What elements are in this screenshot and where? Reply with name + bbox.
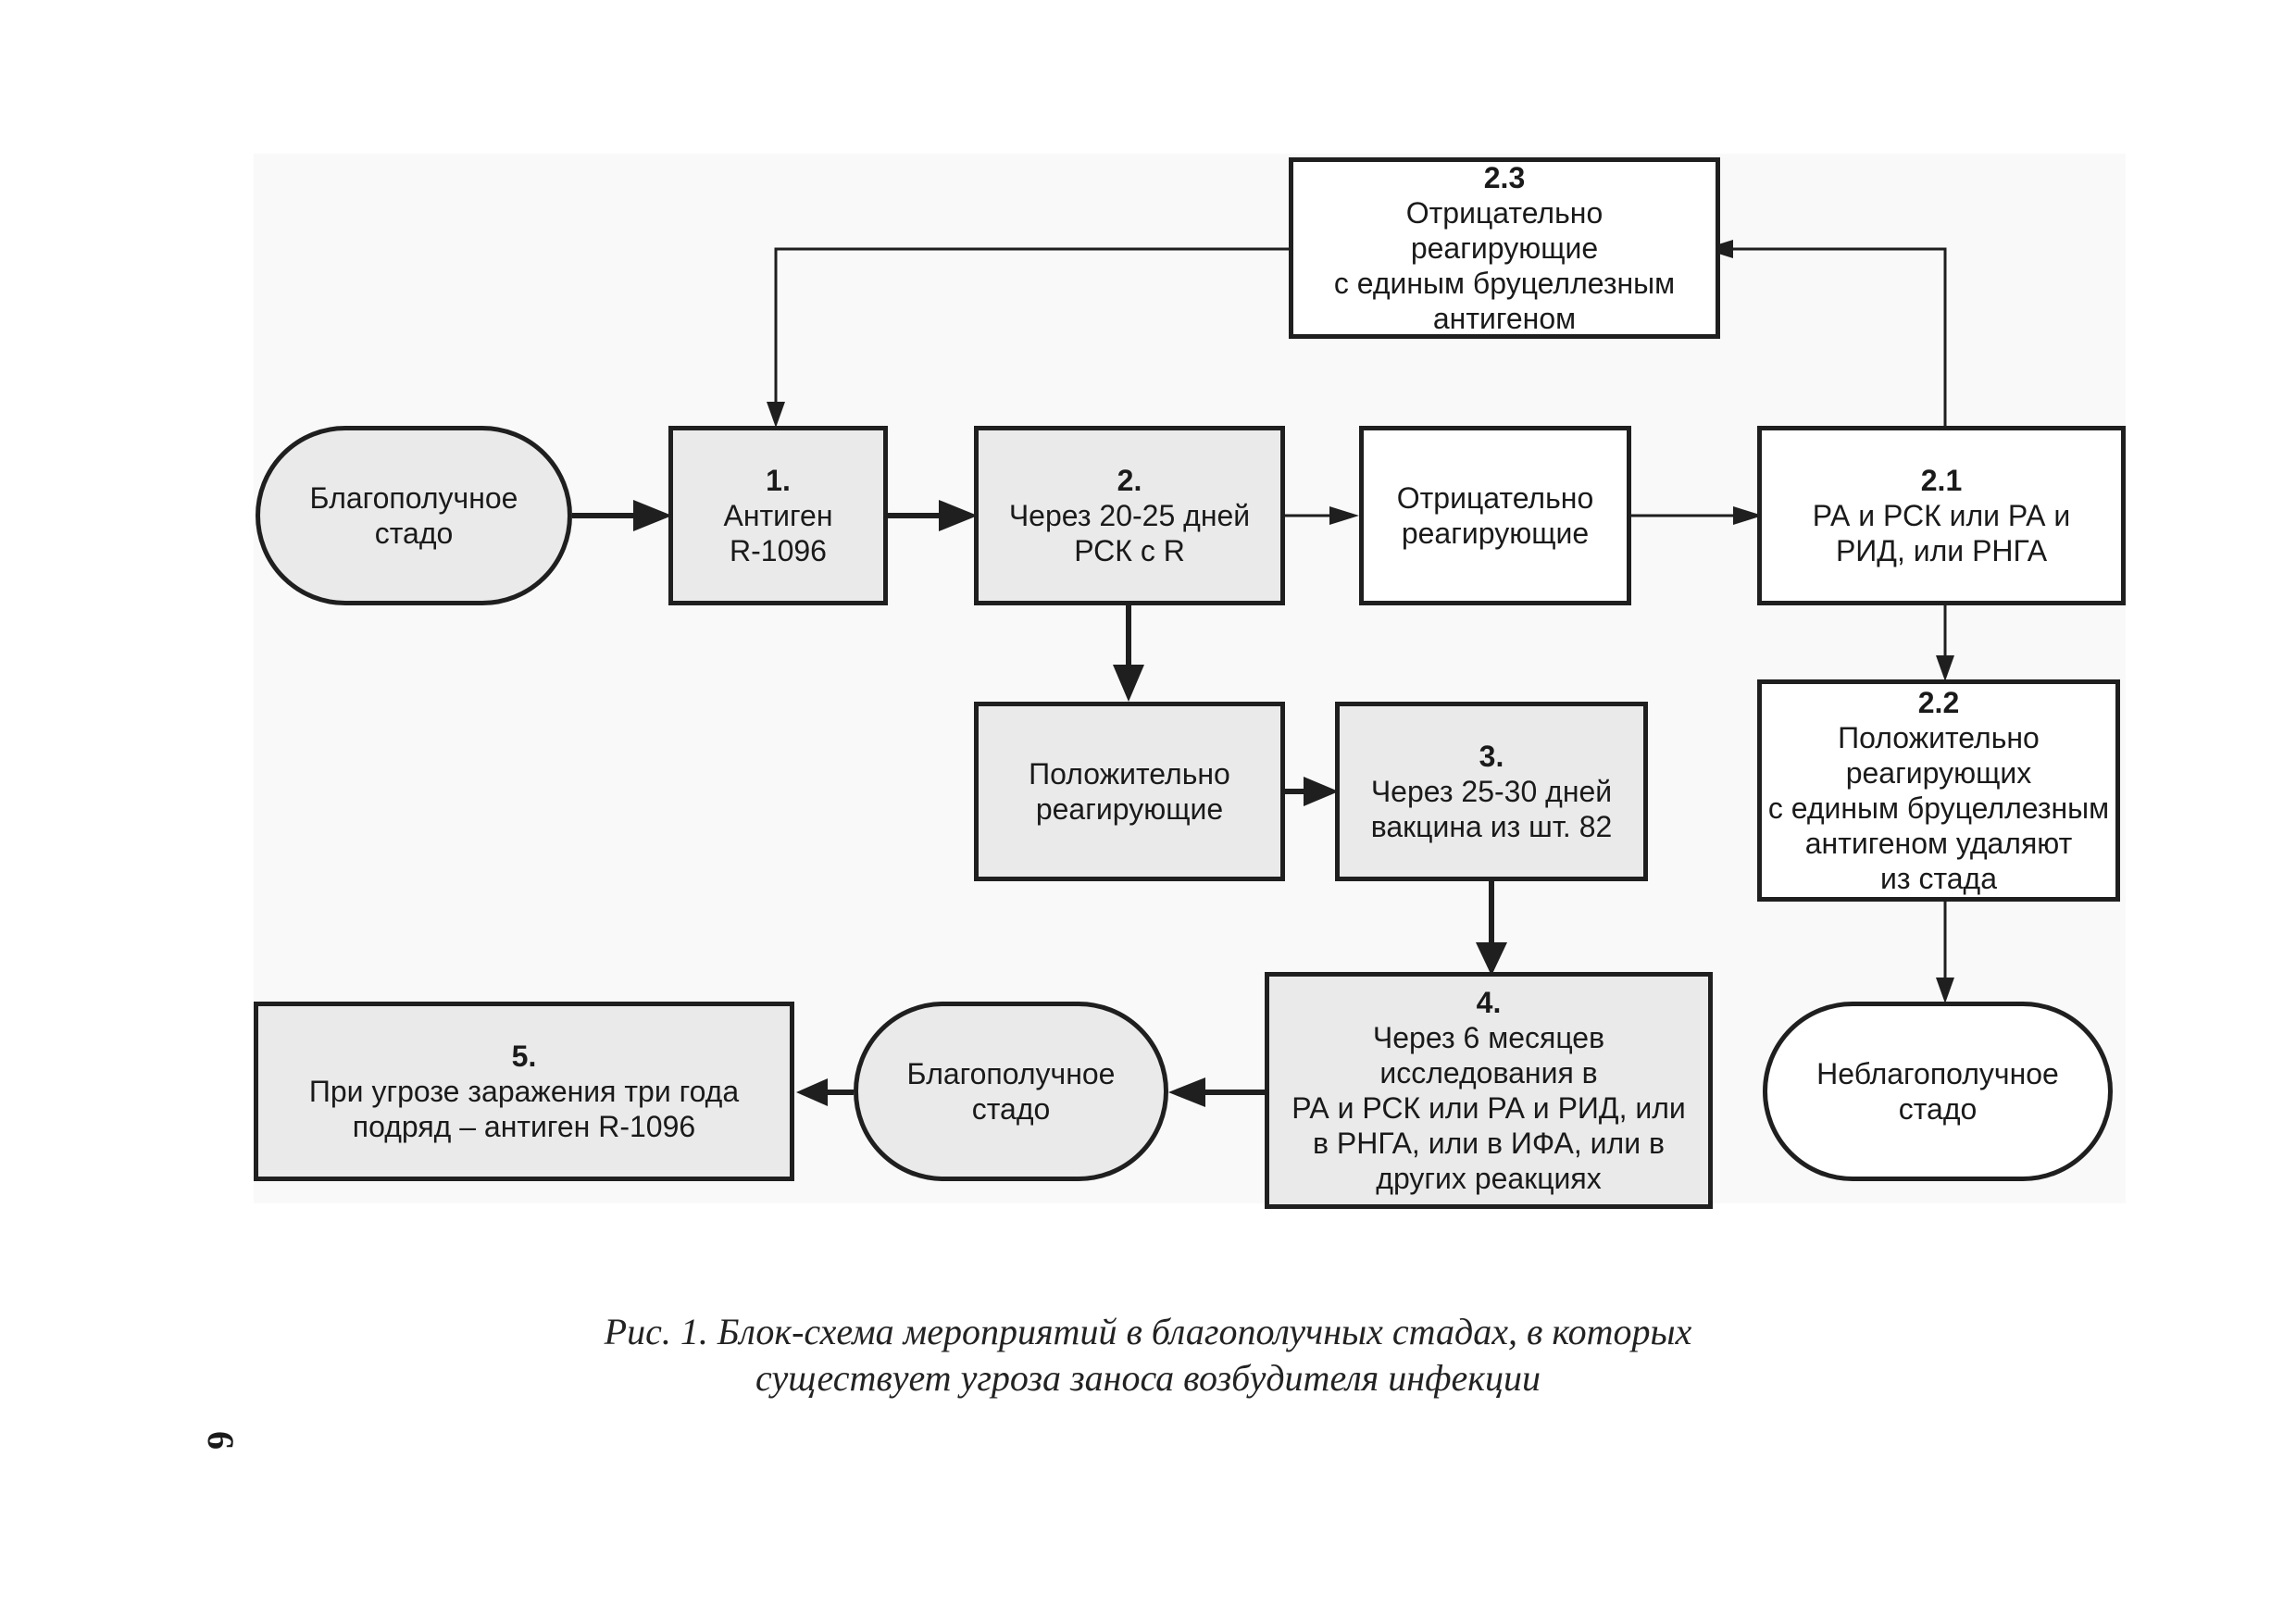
node-text-line: R-1096	[730, 534, 827, 567]
node-text-line: При угрозе заражения три года	[308, 1075, 740, 1108]
arrowhead-1-to-2	[939, 500, 978, 531]
figure-caption-line-1: Рис. 1. Блок-схема мероприятий в благопо…	[604, 1311, 1692, 1352]
step-number: 2.	[1117, 464, 1142, 497]
node-text-line: стадо	[1898, 1092, 1978, 1126]
arrowhead-negative-to-2-1	[1733, 506, 1763, 525]
arrow-2-1-to-2-3	[1720, 247, 1947, 426]
step-number: 4.	[1476, 986, 1502, 1019]
arrowhead-2-to-negative	[1329, 506, 1359, 525]
node-text-line: из стада	[1880, 862, 1997, 895]
node-text-line: Через 6 месяцев	[1372, 1021, 1605, 1054]
step-4-six-month-tests: 4. Через 6 месяцев исследования в РА и Р…	[1265, 972, 1713, 1209]
node-text-line: реагирующие	[1410, 231, 1599, 265]
arrow-2-3-to-1	[774, 247, 1289, 407]
node-text-line: реагирующие	[1401, 517, 1590, 550]
step-1-antigen: 1. Антиген R-1096	[668, 426, 888, 605]
terminal-healthy-herd-start: Благополучное стадо	[256, 426, 572, 605]
step-5-three-year-antigen: 5. При угрозе заражения три года подряд …	[254, 1002, 794, 1181]
node-text-line: Благополучное	[309, 481, 518, 515]
figure-caption-line-2: существует угроза заноса возбудителя инф…	[755, 1357, 1541, 1399]
node-text-line: РИД, или РНГА	[1835, 534, 2048, 567]
node-text-line: вакцина из шт. 82	[1370, 810, 1613, 843]
arrowhead-2-2-to-unhealthy	[1936, 978, 1954, 1003]
arrowhead-4-to-healthy	[1168, 1077, 1205, 1107]
node-text-line: других реакциях	[1376, 1162, 1602, 1195]
node-text-line: с единым бруцеллезным	[1767, 791, 2110, 825]
node-text-line: Через 20-25 дней	[1008, 499, 1251, 532]
step-2-3-negative-unified-antigen: 2.3 Отрицательно реагирующие с единым бр…	[1289, 157, 1720, 339]
node-text-line: стадо	[374, 517, 454, 550]
arrowhead-2-3-to-1	[767, 402, 785, 428]
node-text-line: с единым бруцеллезным	[1333, 267, 1676, 300]
node-text-line: РА и РСК или РА и РИД, или	[1292, 1091, 1686, 1125]
step-number: 1.	[766, 464, 791, 497]
arrowhead-2-1-to-2-2	[1936, 655, 1954, 681]
terminal-healthy-herd-result: Благополучное стадо	[854, 1002, 1168, 1181]
arrowhead-healthy-to-5	[796, 1078, 828, 1106]
page-number: 6	[200, 1431, 242, 1450]
node-text-line: Положительно	[1838, 721, 2040, 754]
step-2-1-ra-rsk: 2.1 РА и РСК или РА и РИД, или РНГА	[1757, 426, 2126, 605]
node-text-line: РСК с R	[1074, 534, 1185, 567]
node-text-line: антигеном	[1432, 302, 1577, 335]
node-text-line: Отрицательно	[1396, 481, 1594, 515]
positive-reacting-box: Положительно реагирующие	[974, 702, 1285, 881]
terminal-unhealthy-herd: Неблагополучное стадо	[1763, 1002, 2113, 1181]
node-text-line: исследования в	[1379, 1056, 1598, 1090]
node-text-line: подряд – антиген R-1096	[352, 1110, 696, 1143]
arrowhead-positive-to-3	[1304, 777, 1339, 806]
node-text-line: Благополучное	[906, 1057, 1116, 1090]
node-text-line: стадо	[971, 1092, 1051, 1126]
node-text-line: Через 25-30 дней	[1370, 775, 1613, 808]
node-text-line: Отрицательно	[1405, 196, 1603, 230]
node-text-line: антигеном удаляют	[1804, 827, 2073, 860]
node-text-line: РА и РСК или РА и	[1812, 499, 2071, 532]
arrowhead-start-to-1	[633, 500, 672, 531]
step-number: 2.2	[1917, 686, 1960, 719]
arrowhead-2-to-positive	[1113, 665, 1144, 702]
node-text-line: реагирующие	[1035, 792, 1224, 826]
step-number: 5.	[511, 1040, 537, 1073]
node-text-line: Положительно	[1029, 757, 1230, 791]
step-number: 2.3	[1483, 161, 1526, 194]
node-text-line: реагирующих	[1845, 756, 2032, 790]
node-text-line: Неблагополучное	[1816, 1057, 2059, 1090]
step-2-rsk-test: 2. Через 20-25 дней РСК с R	[974, 426, 1285, 605]
step-number: 2.1	[1920, 464, 1963, 497]
node-text-line: в РНГА, или в ИФА, или в	[1313, 1127, 1665, 1160]
step-3-vaccine: 3. Через 25-30 дней вакцина из шт. 82	[1335, 702, 1648, 881]
step-2-2-positive-removed: 2.2 Положительно реагирующих с единым бр…	[1757, 679, 2120, 902]
negative-reacting-box: Отрицательно реагирующие	[1359, 426, 1631, 605]
node-text-line: Антиген	[723, 499, 833, 532]
arrowhead-3-to-4	[1476, 942, 1507, 976]
step-number: 3.	[1479, 740, 1504, 773]
